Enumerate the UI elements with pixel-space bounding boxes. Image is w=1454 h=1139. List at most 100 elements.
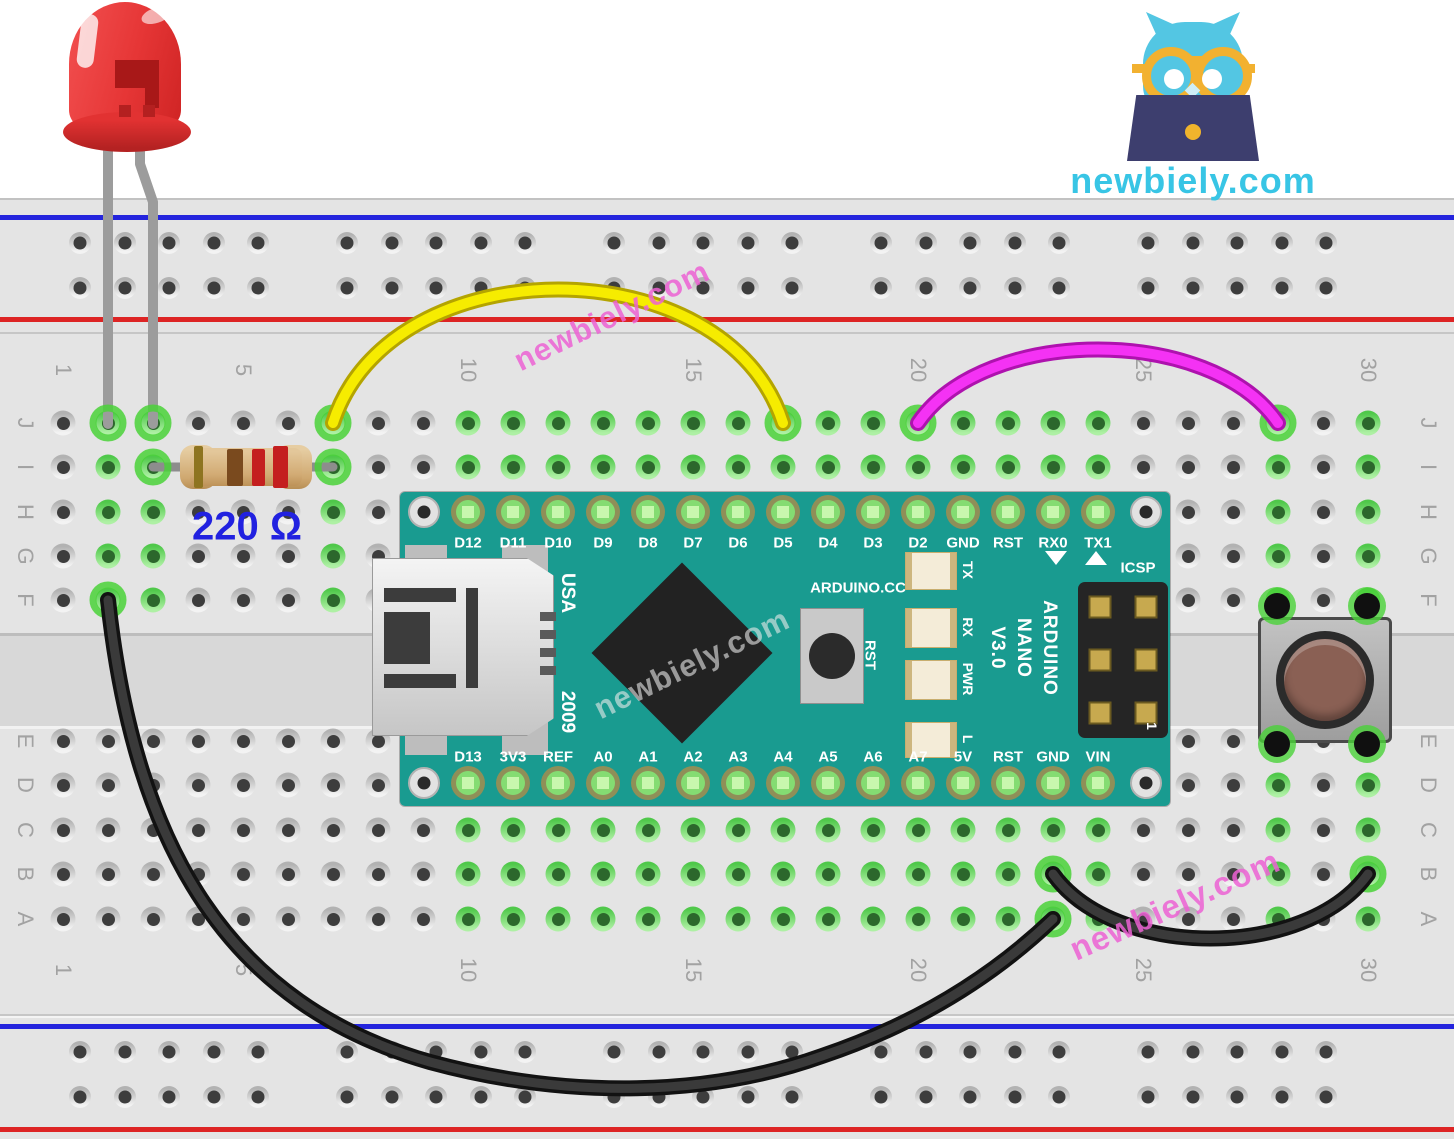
rail-hole (1137, 1086, 1159, 1108)
breadboard-hole (905, 817, 931, 843)
breadboard-hole (1220, 499, 1246, 525)
breadboard-hole (815, 861, 841, 887)
breadboard-hole (1175, 587, 1201, 613)
rail-hole (202, 1041, 225, 1063)
rail-hole (69, 1086, 91, 1108)
pin-label: VIN (1085, 748, 1111, 766)
arduino-pin-d9 (586, 495, 620, 529)
arduino-pin-a5 (811, 766, 845, 800)
breadboard-hole (680, 454, 706, 480)
pin-label: A3 (728, 748, 748, 766)
rail-hole (247, 1041, 269, 1063)
breadboard-hole (320, 861, 346, 887)
breadboard-hole (230, 587, 256, 613)
rail-hole (736, 277, 759, 299)
breadboard-hole (1355, 772, 1381, 798)
breadboard-hole (725, 817, 751, 843)
breadboard-hole (1040, 861, 1066, 887)
red-led (55, 0, 195, 160)
breadboard-hole (1130, 410, 1156, 436)
breadboard-hole (230, 772, 256, 798)
column-label: 10 (456, 357, 481, 383)
rail-hole (1003, 1041, 1026, 1063)
arduino-pin-a2 (676, 766, 710, 800)
breadboard-hole (50, 861, 76, 887)
usb-pin (540, 666, 556, 675)
rail-hole (247, 232, 269, 254)
model-line: V3.0 (987, 626, 1008, 670)
rail-hole (870, 1086, 892, 1108)
smd-led-rx (905, 608, 957, 648)
pin-label: A5 (818, 748, 838, 766)
top-rail-red-line (0, 317, 1454, 322)
breadboard-hole (815, 454, 841, 480)
breadboard-hole (860, 906, 886, 932)
row-label: J (13, 417, 38, 429)
rail-hole (380, 277, 403, 299)
breadboard-hole (635, 817, 661, 843)
rail-hole (113, 1086, 136, 1108)
rail-hole (113, 277, 136, 299)
rail-hole (1137, 277, 1159, 299)
breadboard-hole (995, 906, 1021, 932)
breadboard-hole (1040, 410, 1066, 436)
breadboard-hole (185, 728, 211, 754)
usb-text-usa: USA (557, 572, 578, 614)
breadboard-hole (500, 861, 526, 887)
breadboard-hole (95, 772, 121, 798)
breadboard-hole (140, 817, 166, 843)
breadboard-hole (545, 817, 571, 843)
breadboard-hole (320, 499, 346, 525)
rail-hole (1270, 232, 1293, 254)
breadboard-hole (185, 410, 211, 436)
breadboard-hole (950, 817, 976, 843)
pin-label: D9 (593, 534, 613, 552)
pin-label: D6 (728, 534, 748, 552)
rail-hole (514, 232, 536, 254)
arduino-pin-rx0 (1036, 495, 1070, 529)
rail-hole (959, 1086, 981, 1108)
rail-hole (1270, 1086, 1293, 1108)
pin-label: GND (1036, 748, 1070, 766)
column-label: 10 (456, 957, 481, 983)
breadboard-hole (140, 728, 166, 754)
breadboard-hole (770, 861, 796, 887)
rail-hole (1181, 277, 1204, 299)
resistor-band-gold (194, 446, 203, 488)
pin-label: D5 (773, 534, 793, 552)
rail-hole (1270, 277, 1293, 299)
breadboard-hole (905, 410, 931, 436)
rail-hole (247, 1086, 269, 1108)
rail-hole (514, 1086, 536, 1108)
breadboard-hole (275, 728, 301, 754)
resistor-220-ohm (180, 445, 312, 493)
arduino-pin-a6 (856, 766, 890, 800)
rail-hole (959, 1041, 981, 1063)
rail-hole (692, 1086, 714, 1108)
breadboard-hole (905, 861, 931, 887)
breadboard-hole (1085, 817, 1111, 843)
breadboard-hole (320, 454, 346, 480)
breadboard-hole (770, 817, 796, 843)
rail-hole (870, 232, 892, 254)
pin-label: A4 (773, 748, 793, 766)
breadboard-hole (95, 454, 121, 480)
rail-hole (914, 277, 937, 299)
breadboard-hole (455, 410, 481, 436)
breadboard-hole (1355, 454, 1381, 480)
breadboard-hole (185, 772, 211, 798)
smd-led-label: L (960, 734, 976, 744)
row-label: D (1416, 777, 1441, 793)
row-label: A (1416, 911, 1441, 927)
pin-label: D12 (454, 534, 482, 552)
breadboard-hole (140, 543, 166, 569)
rail-hole (469, 1086, 492, 1108)
rail-hole (380, 1041, 403, 1063)
breadboard-hole (860, 454, 886, 480)
rail-hole (425, 1086, 447, 1108)
breadboard-hole (1220, 772, 1246, 798)
breadboard-hole (230, 543, 256, 569)
led-die (145, 80, 159, 108)
pin-label: D4 (818, 534, 838, 552)
arduino-pin-d7 (676, 495, 710, 529)
